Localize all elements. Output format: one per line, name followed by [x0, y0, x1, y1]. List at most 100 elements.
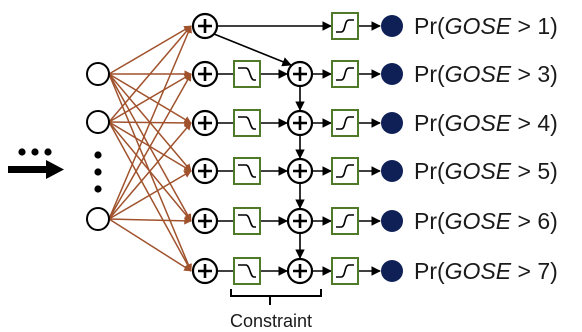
activation-box — [233, 60, 261, 88]
output-node — [381, 210, 403, 232]
gate-box — [233, 60, 261, 88]
input-node — [86, 207, 110, 231]
output-label: Pr(GOSE > 4) — [414, 110, 558, 136]
ellipsis-horizontal — [18, 148, 52, 156]
sigmoid-box — [331, 157, 359, 185]
input-node — [86, 110, 110, 134]
sigmoid-icon — [336, 67, 354, 81]
cumulative-sum-node — [286, 60, 314, 88]
decreasing-step-icon — [238, 214, 256, 228]
output-label-prefix: Pr( — [414, 208, 445, 234]
output-label-variable: GOSE — [445, 13, 512, 39]
input-node — [86, 62, 110, 86]
output-label-prefix: Pr( — [414, 110, 445, 136]
edge-cumulative-start — [213, 33, 292, 67]
sigmoid-box — [331, 257, 359, 285]
activation-box — [331, 109, 359, 137]
decreasing-step-icon — [238, 116, 256, 130]
plus-icon — [293, 264, 307, 278]
decreasing-step-icon — [238, 67, 256, 81]
input-edge — [108, 170, 192, 220]
sigmoid-box — [331, 12, 359, 40]
sum-node — [191, 109, 219, 137]
activation-box — [233, 207, 261, 235]
activation-box — [233, 157, 261, 185]
decreasing-step-icon — [238, 264, 256, 278]
gate-box — [233, 207, 261, 235]
sigmoid-icon — [336, 116, 354, 130]
sum-node — [191, 60, 219, 88]
output-label: Pr(GOSE > 1) — [414, 13, 558, 39]
activation-box — [233, 257, 261, 285]
input-to-sum-connections — [108, 25, 192, 272]
output-node — [381, 15, 403, 37]
sum-node — [191, 157, 219, 185]
output-label: Pr(GOSE > 7) — [414, 258, 558, 284]
plus-icon — [293, 116, 307, 130]
output-label-prefix: Pr( — [414, 13, 445, 39]
cumulative-sum-node — [286, 109, 314, 137]
plus-icon — [198, 19, 212, 33]
output-labels: Pr(GOSE > 1)Pr(GOSE > 3)Pr(GOSE > 4)Pr(G… — [414, 13, 558, 284]
sum-node — [191, 257, 219, 285]
cumulative-sum-node — [286, 257, 314, 285]
sigmoid-icon — [336, 19, 354, 33]
output-node — [381, 63, 403, 85]
input-edge — [108, 25, 192, 123]
plus-icon — [293, 214, 307, 228]
ellipsis-vertical — [94, 151, 102, 193]
output-label-variable: GOSE — [445, 110, 512, 136]
gate-box — [233, 157, 261, 185]
output-label-suffix: > 7) — [511, 258, 558, 284]
output-node — [381, 160, 403, 182]
gate-box — [233, 257, 261, 285]
output-node — [381, 260, 403, 282]
output-label-suffix: > 1) — [511, 13, 558, 39]
plus-icon — [198, 164, 212, 178]
input-edge — [108, 122, 192, 220]
output-label: Pr(GOSE > 3) — [414, 61, 558, 87]
sigmoid-box — [331, 109, 359, 137]
input-edge — [108, 73, 192, 123]
output-label-prefix: Pr( — [414, 258, 445, 284]
output-label: Pr(GOSE > 6) — [414, 208, 558, 234]
output-label-variable: GOSE — [445, 158, 512, 184]
decreasing-step-icon — [238, 164, 256, 178]
constraint-brace — [230, 289, 322, 305]
output-label-variable: GOSE — [445, 208, 512, 234]
output-label-variable: GOSE — [445, 258, 512, 284]
constraint-label: Constraint — [230, 311, 312, 331]
output-label-suffix: > 6) — [511, 208, 558, 234]
sigmoid-icon — [336, 264, 354, 278]
activation-box — [331, 157, 359, 185]
gate-box — [233, 109, 261, 137]
cumulative-sum-node — [286, 157, 314, 185]
activation-box — [233, 109, 261, 137]
plus-icon — [198, 264, 212, 278]
sigmoid-icon — [336, 164, 354, 178]
output-label-suffix: > 5) — [511, 158, 558, 184]
cumulative-sum-node — [286, 207, 314, 235]
plus-icon — [198, 214, 212, 228]
output-label: Pr(GOSE > 5) — [414, 158, 558, 184]
input-edge — [108, 25, 192, 220]
plus-icon — [198, 116, 212, 130]
sum-node — [191, 207, 219, 235]
plus-icon — [293, 67, 307, 81]
output-label-suffix: > 4) — [511, 110, 558, 136]
output-label-prefix: Pr( — [414, 61, 445, 87]
sum-node — [191, 12, 219, 40]
input-edge — [108, 121, 192, 272]
input-edge — [108, 73, 192, 220]
input-edge — [108, 25, 192, 75]
sigmoid-box — [331, 60, 359, 88]
output-node — [381, 112, 403, 134]
output-label-prefix: Pr( — [414, 158, 445, 184]
sigmoid-icon — [336, 214, 354, 228]
input-edge — [108, 218, 192, 272]
input-edge — [108, 217, 192, 225]
incoming-features-arrow — [8, 160, 64, 179]
output-label-variable: GOSE — [445, 61, 512, 87]
output-label-suffix: > 3) — [511, 61, 558, 87]
